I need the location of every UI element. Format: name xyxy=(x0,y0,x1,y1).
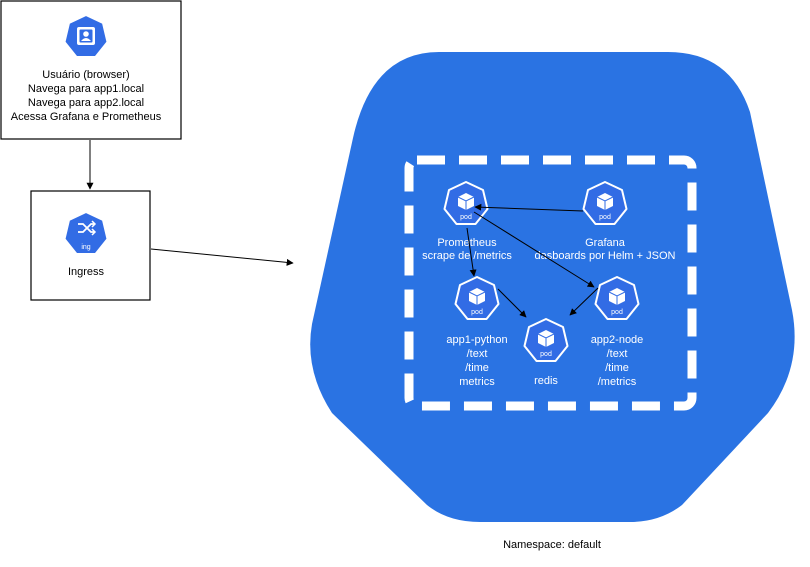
grafana-label: Grafana xyxy=(585,237,626,249)
pod-icon-text: pod xyxy=(611,309,623,316)
app2-path-1: /text xyxy=(607,348,628,360)
app1-path-3: metrics xyxy=(459,376,495,388)
app1-label: app1-python xyxy=(446,334,507,346)
pod-grafana[interactable]: pod xyxy=(582,181,628,225)
pod-icon-text: pod xyxy=(460,214,472,221)
app2-label: app2-node xyxy=(591,334,644,346)
pod-icon-text: pod xyxy=(599,214,611,221)
pod-redis[interactable]: pod xyxy=(523,318,569,362)
app1-path-1: /text xyxy=(467,348,488,360)
app2-path-2: /time xyxy=(605,362,629,374)
edge-prometheus-app2 xyxy=(473,211,595,288)
cube-icon xyxy=(468,288,486,305)
pod-app1[interactable]: pod xyxy=(454,276,500,320)
ingress-icon-text: ing xyxy=(81,244,90,251)
shuffle-icon: ing xyxy=(63,211,109,255)
cube-icon xyxy=(537,330,555,347)
user-line-3: Navega para app2.local xyxy=(28,97,144,109)
grafana-desc: dasboards por Helm + JSON xyxy=(535,250,676,262)
edge-ingress-namespace xyxy=(150,248,294,266)
namespace-heptagon xyxy=(310,52,795,522)
namespace-caption: Namespace: default xyxy=(503,539,601,551)
edge-app2-redis xyxy=(569,287,599,316)
cube-icon xyxy=(608,288,626,305)
edge-app1-redis xyxy=(497,288,527,318)
pod-app2[interactable]: pod xyxy=(594,276,640,320)
user-icon xyxy=(63,14,109,58)
user-box[interactable]: Usuário (browser) Navega para app1.local… xyxy=(0,0,182,140)
ingress-label: Ingress xyxy=(68,266,105,278)
cube-icon xyxy=(596,193,614,210)
redis-label: redis xyxy=(534,375,558,387)
edge-grafana-prometheus xyxy=(474,203,584,212)
pod-icon-text: pod xyxy=(540,351,552,358)
app2-path-3: /metrics xyxy=(598,376,637,388)
user-line-2: Navega para app1.local xyxy=(28,83,144,95)
edge-prometheus-app1 xyxy=(466,227,477,277)
pod-icon-text: pod xyxy=(471,309,483,316)
app1-path-2: /time xyxy=(465,362,489,374)
prometheus-desc: scrape de /metrics xyxy=(422,250,512,262)
cube-icon xyxy=(457,193,475,210)
namespace-dashed-boundary xyxy=(404,155,697,411)
pod-prometheus[interactable]: pod xyxy=(443,181,489,225)
user-line-1: Usuário (browser) xyxy=(42,69,129,81)
ingress-box[interactable]: ing Ingress xyxy=(30,190,151,301)
prometheus-label: Prometheus xyxy=(437,237,497,249)
user-line-4: Acessa Grafana e Prometheus xyxy=(11,111,162,123)
